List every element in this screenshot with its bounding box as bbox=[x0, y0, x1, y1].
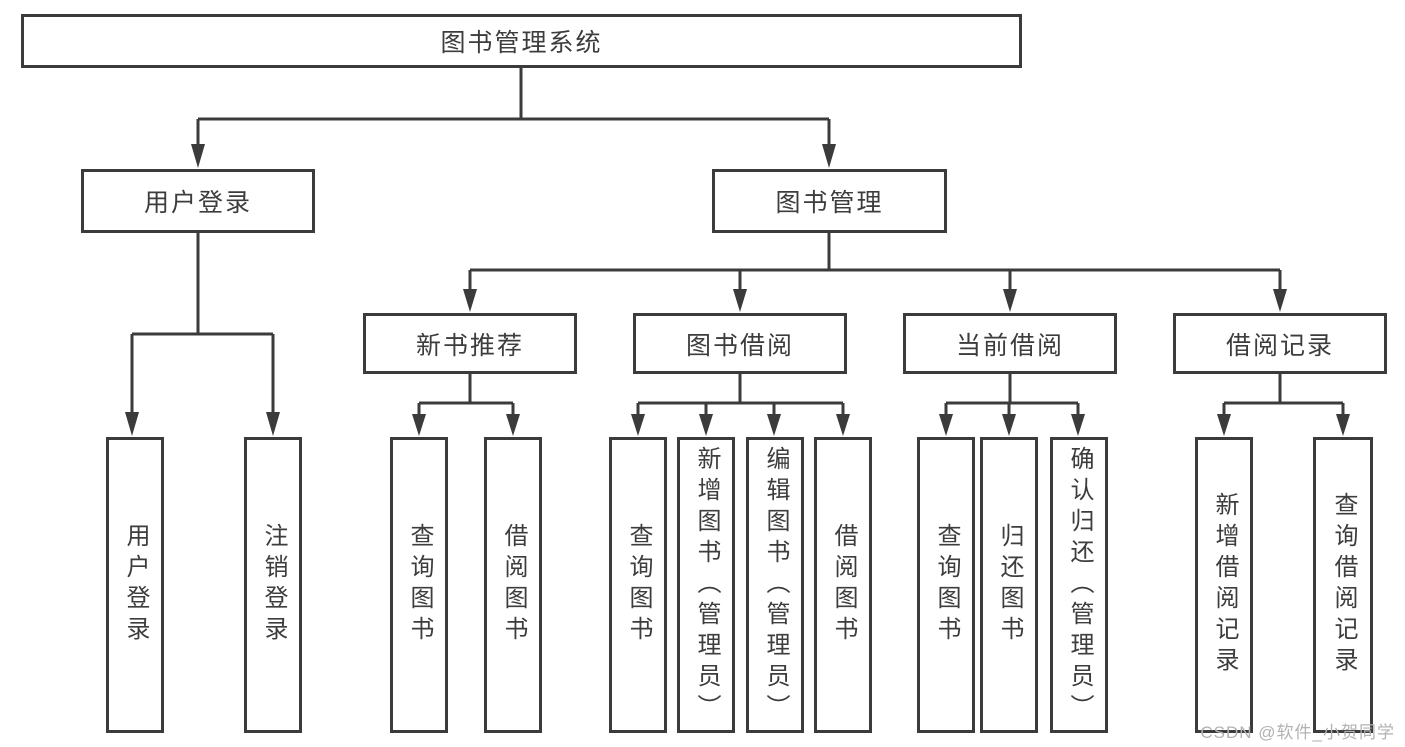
node-current-borrow-label: 当前借阅 bbox=[955, 331, 1064, 360]
leaf-confirm-return-admin: 确认归还（管理员） bbox=[1050, 437, 1108, 733]
leaf-query-book-borrow-label: 查询图书 bbox=[625, 523, 652, 647]
leaf-query-book-recommend: 查询图书 bbox=[390, 437, 448, 733]
node-new-book-recommend: 新书推荐 bbox=[363, 313, 577, 374]
leaf-return-book-label: 归还图书 bbox=[996, 523, 1023, 647]
leaf-add-borrow-record-label: 新增借阅记录 bbox=[1211, 492, 1238, 678]
leaf-borrow-book: 借阅图书 bbox=[814, 437, 872, 733]
leaf-add-book-admin-label: 新增图书（管理员） bbox=[693, 445, 720, 725]
leaf-query-book-current: 查询图书 bbox=[917, 437, 975, 733]
node-book-management: 图书管理 bbox=[712, 169, 947, 233]
node-book-management-label: 图书管理 bbox=[775, 189, 884, 217]
leaf-return-book: 归还图书 bbox=[980, 437, 1038, 733]
csdn-watermark: CSDN @软件_小贺同学 bbox=[1200, 723, 1395, 742]
leaf-query-book-recommend-label: 查询图书 bbox=[406, 523, 433, 647]
leaf-edit-book-admin-label: 编辑图书（管理员） bbox=[762, 445, 789, 725]
leaf-logout: 注销登录 bbox=[244, 437, 302, 733]
leaf-add-borrow-record: 新增借阅记录 bbox=[1195, 437, 1253, 733]
node-book-borrow-label: 图书借阅 bbox=[685, 331, 794, 360]
leaf-user-login-label: 用户登录 bbox=[122, 523, 149, 647]
node-new-book-recommend-label: 新书推荐 bbox=[415, 331, 524, 360]
leaf-logout-label: 注销登录 bbox=[260, 523, 287, 647]
node-user-login: 用户登录 bbox=[81, 169, 315, 233]
leaf-borrow-book-recommend: 借阅图书 bbox=[484, 437, 542, 733]
leaf-borrow-book-label: 借阅图书 bbox=[830, 523, 857, 647]
leaf-user-login: 用户登录 bbox=[106, 437, 164, 733]
leaf-query-borrow-record: 查询借阅记录 bbox=[1313, 437, 1373, 733]
node-root: 图书管理系统 bbox=[21, 14, 1022, 68]
leaf-borrow-book-recommend-label: 借阅图书 bbox=[500, 523, 527, 647]
leaf-confirm-return-admin-label: 确认归还（管理员） bbox=[1066, 445, 1093, 725]
leaf-edit-book-admin: 编辑图书（管理员） bbox=[746, 437, 804, 733]
node-borrow-record-label: 借阅记录 bbox=[1225, 331, 1334, 360]
leaf-query-book-current-label: 查询图书 bbox=[933, 523, 960, 647]
leaf-add-book-admin: 新增图书（管理员） bbox=[677, 437, 735, 733]
node-user-login-label: 用户登录 bbox=[143, 189, 252, 217]
node-root-label: 图书管理系统 bbox=[440, 29, 603, 57]
leaf-query-book-borrow: 查询图书 bbox=[609, 437, 667, 733]
node-borrow-record: 借阅记录 bbox=[1173, 313, 1387, 374]
node-book-borrow: 图书借阅 bbox=[633, 313, 847, 374]
leaf-query-borrow-record-label: 查询借阅记录 bbox=[1330, 492, 1357, 678]
node-current-borrow: 当前借阅 bbox=[903, 313, 1117, 374]
